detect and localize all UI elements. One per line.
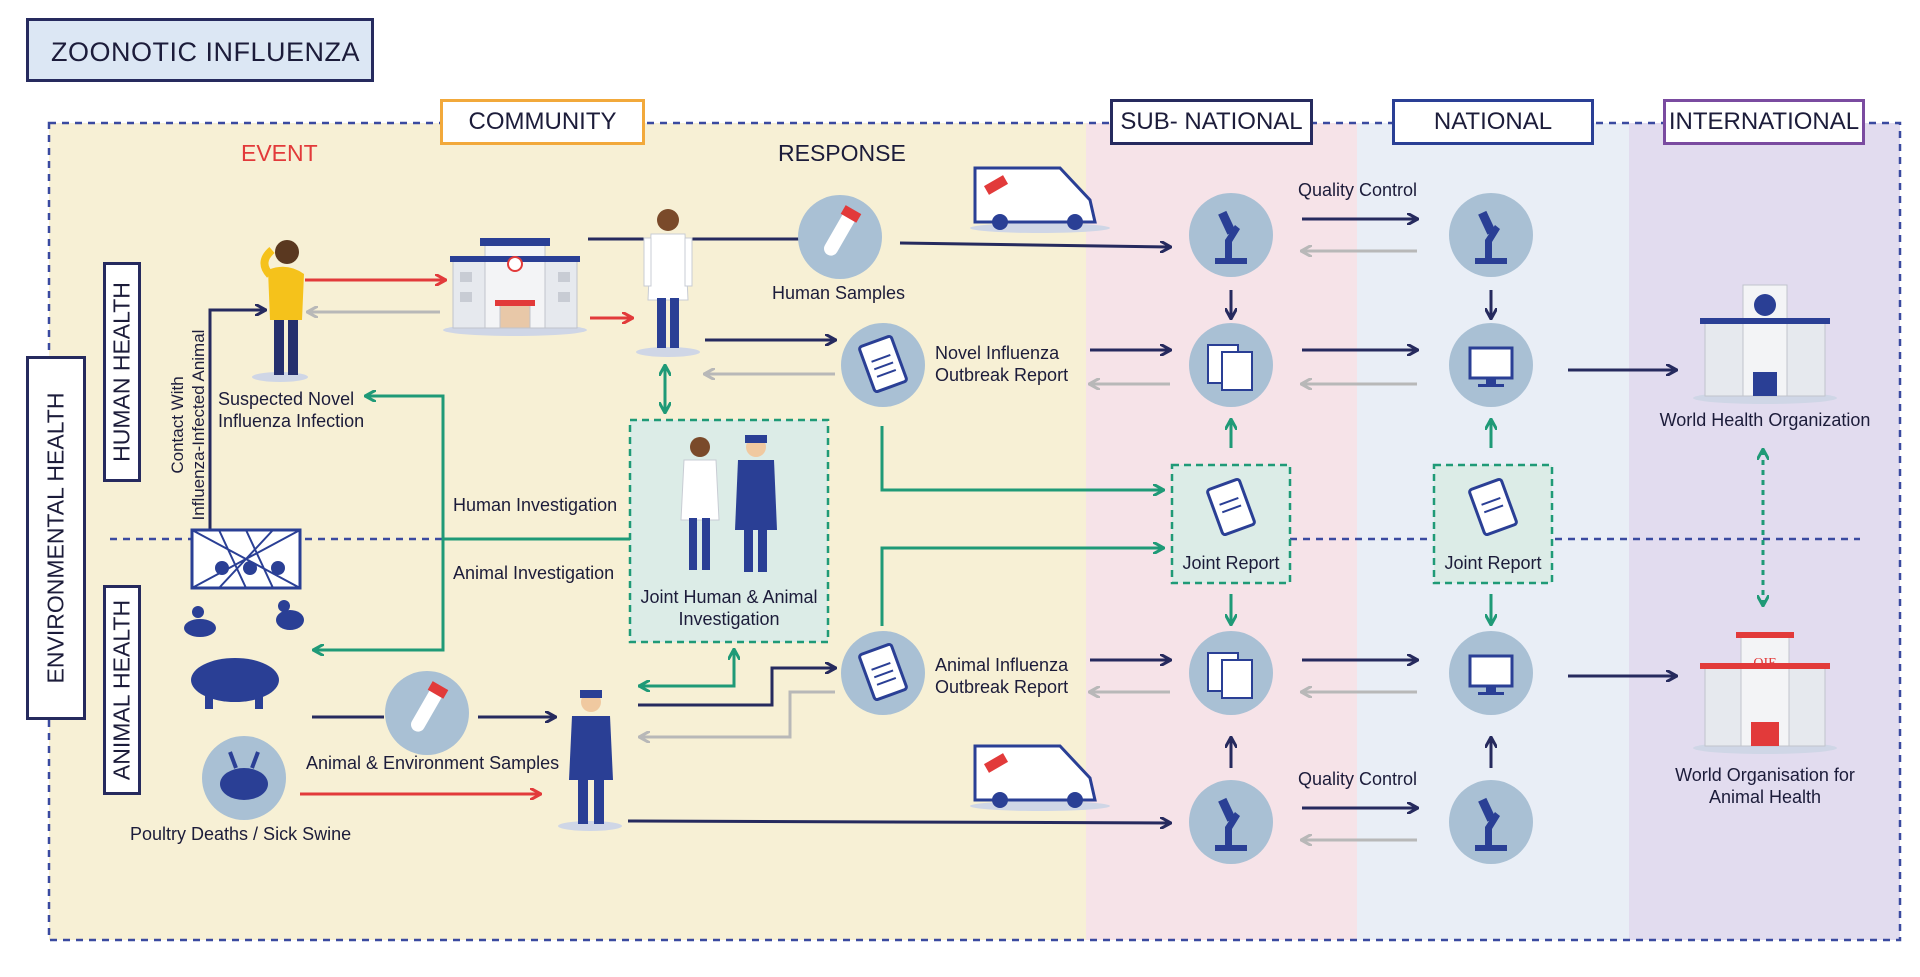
microscope-nat-bottom-icon (1449, 780, 1533, 864)
test-tube-icon (798, 195, 882, 279)
animal-report-clipboard-icon (841, 631, 925, 715)
novel-report-clipboard-icon (841, 323, 925, 407)
quality-control-bottom-label: Quality Control (1298, 769, 1418, 789)
column-national: NATIONAL (1392, 99, 1594, 145)
chicken-icon (276, 600, 304, 630)
quality-control-top-label: Quality Control (1298, 180, 1418, 200)
pig-icon (191, 658, 279, 709)
vet-icon (558, 690, 622, 831)
animal-report-label: Animal Influenza Outbreak Report (935, 655, 1069, 697)
microscope-sub-top-icon (1189, 193, 1273, 277)
hospital-icon (443, 238, 587, 336)
animal-investigation-label: Animal Investigation (453, 563, 615, 583)
column-international: INTERNATIONAL (1663, 99, 1865, 145)
joint-report-nat-label: Joint Report (1444, 553, 1542, 573)
row-environmental-health: ENVIRONMENTAL HEALTH (26, 356, 86, 720)
nat-monitor-icon (1449, 323, 1533, 407)
contact-label: Contact With Influenza-Infected Animal (168, 329, 208, 521)
who-label: World Health Organization (1659, 410, 1871, 430)
sub-report-documents-animal-icon (1189, 631, 1273, 715)
van-bottom-icon (970, 744, 1110, 811)
animal-samples-label: Animal & Environment Samples (306, 753, 560, 773)
response-header: RESPONSE (778, 140, 906, 166)
page-title-box: ZOONOTIC INFLUENZA (26, 18, 374, 82)
poultry-pen-icon (190, 528, 302, 590)
sick-animal-icon (202, 736, 286, 820)
oie-building-icon (1693, 632, 1837, 754)
column-sub-national: SUB- NATIONAL (1110, 99, 1313, 145)
joint-investigation-box (628, 418, 830, 644)
row-animal-health: ANIMAL HEALTH (103, 585, 141, 795)
suspected-person-icon (252, 240, 308, 382)
row-human-health: HUMAN HEALTH (103, 262, 141, 482)
human-investigation-label: Human Investigation (453, 495, 618, 515)
human-samples-label: Human Samples (772, 283, 906, 303)
joint-report-sub-clipboard-icon (1206, 477, 1256, 537)
novel-report-label: Novel Influenza Outbreak Report (935, 343, 1069, 385)
microscope-nat-top-icon (1449, 193, 1533, 277)
duck-icon (184, 606, 216, 637)
oie-label: World Organisation for Animal Health (1675, 765, 1855, 807)
joint-report-nat-clipboard-icon (1468, 477, 1518, 537)
nat-monitor-animal-icon (1449, 631, 1533, 715)
doctor-icon (636, 209, 700, 357)
oie-logo-text: OIE (1753, 656, 1776, 671)
sub-report-documents-icon (1189, 323, 1273, 407)
animal-test-tube-icon (385, 671, 469, 755)
van-top-icon (970, 166, 1110, 233)
column-community: COMMUNITY (440, 99, 645, 145)
joint-report-sub-label: Joint Report (1182, 553, 1280, 573)
microscope-sub-bottom-icon (1189, 780, 1273, 864)
who-building-icon (1693, 284, 1837, 404)
page-title: ZOONOTIC INFLUENZA (51, 37, 361, 67)
joint-investigation-label: Joint Human & Animal Investigation (640, 587, 818, 629)
event-header: EVENT (241, 140, 318, 166)
suspected-infection-label: Suspected Novel Influenza Infection (218, 389, 365, 431)
poultry-deaths-label: Poultry Deaths / Sick Swine (130, 824, 352, 844)
joint-investigation-people-icon (680, 435, 777, 572)
